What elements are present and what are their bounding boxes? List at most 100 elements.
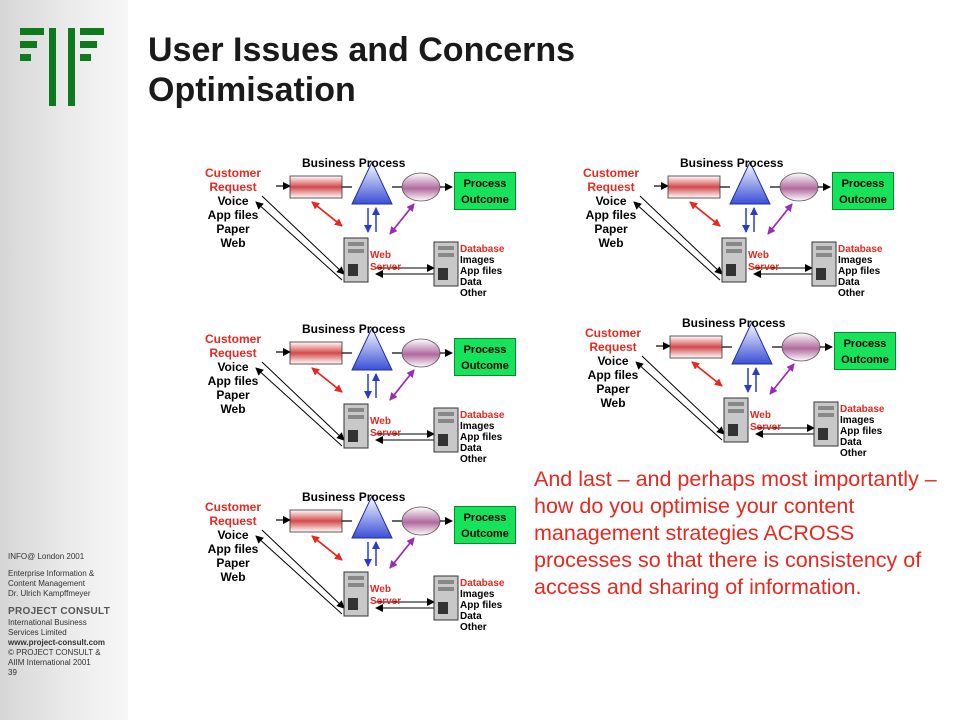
process-text: Process [463,512,507,524]
request-text: Request [209,346,257,360]
process-text: Process [841,178,885,190]
outcome-ellipse-shape [401,172,441,202]
info-line: INFO@ London 2001 [8,552,85,561]
slide-title: User Issues and Concerns Optimisation [148,30,575,110]
web-text: Web [370,584,391,595]
outcome-text: Outcome [841,354,889,366]
store-data: Data [460,277,482,288]
arrow-from-server [633,201,721,281]
customer-request-label: Customer Request Voice App files Paper W… [192,332,274,416]
channel-web: Web [220,402,246,416]
store-other: Other [460,622,487,633]
channel-paper: Paper [594,222,628,236]
web-server-label: Web Server [370,250,401,274]
server-text: Server [750,422,782,433]
channel-app-files: App files [207,374,259,388]
store-images: Images [460,421,495,432]
outcome-text: Outcome [839,194,887,206]
process-diagram-4: Customer Request Voice App files Paper W… [572,316,902,474]
database-text: Database [840,404,885,415]
customer-text: Customer [582,166,639,180]
web-text: Web [748,250,769,261]
process-outcome-box: Process Outcome [832,172,894,210]
arrow-from-server [255,367,343,447]
channel-paper: Paper [216,222,250,236]
store-data: Data [840,437,862,448]
store-other: Other [460,454,487,465]
customer-text: Customer [584,326,641,340]
title-line-2: Optimisation [148,71,356,109]
customer-request-label: Customer Request Voice App files Paper W… [192,166,274,250]
web-server-icon [343,237,369,283]
red-arrow [311,367,343,393]
database-server-icon [811,241,837,287]
database-label: Database Images App files Data Other [838,244,882,299]
store-app-files: App files [460,432,503,443]
store-images: Images [840,415,875,426]
business-process-label: Business Process [682,316,786,330]
database-text: Database [838,244,883,255]
company-line-2: Services Limited [8,628,67,637]
database-server-icon [433,407,459,453]
process-triangle-shape [351,494,393,539]
process-outcome-box: Process Outcome [454,506,516,544]
database-label: Database Images App files Data Other [840,404,884,459]
server-text: Server [370,428,402,439]
process-diagram-3: Customer Request Voice App files Paper W… [192,322,522,480]
channel-app-files: App files [207,542,259,556]
web-server-label: Web Server [748,250,779,274]
arrow-to-server [261,361,345,441]
arrow-to-server [641,355,725,435]
outcome-ellipse-shape [401,338,441,368]
outcome-ellipse-shape [779,172,819,202]
arrow-to-server [639,195,723,275]
body-text: And last – and perhaps most importantly … [534,467,937,599]
channel-web: Web [220,236,246,250]
diagram-graphics [255,326,459,453]
copyright-1: © PROJECT CONSULT & [8,648,101,657]
request-text: Request [587,180,635,194]
title-line-1: User Issues and Concerns [148,31,576,69]
page-number: 39 [8,668,17,677]
store-app-files: App files [460,266,503,277]
web-text: Web [750,410,771,421]
request-bar-shape [289,509,343,533]
customer-text: Customer [204,332,261,346]
diagram-graphics [255,160,459,287]
channel-voice: Voice [597,354,629,368]
company-line-1: International Business [8,618,87,627]
customer-request-label: Customer Request Voice App files Paper W… [192,500,274,584]
red-arrow [691,361,723,387]
arrow-from-server [255,201,343,281]
store-other: Other [838,288,865,299]
outcome-text: Outcome [461,194,509,206]
store-images: Images [460,589,495,600]
process-outcome-box: Process Outcome [454,172,516,210]
database-server-icon [433,575,459,621]
customer-text: Customer [204,166,261,180]
web-server-icon [343,571,369,617]
arrow-to-server [261,195,345,275]
red-arrow [311,201,343,227]
outcome-ellipse-shape [401,506,441,536]
business-process-label: Business Process [680,156,784,170]
process-text: Process [463,178,507,190]
outcome-ellipse-shape [781,332,821,362]
process-diagram-5: Customer Request Voice App files Paper W… [192,490,522,648]
copyright-2: AIIM International 2001 [8,658,91,667]
channel-voice: Voice [217,194,249,208]
red-arrow [689,201,721,227]
web-server-label: Web Server [370,416,401,440]
web-text: Web [370,416,391,427]
server-text: Server [748,262,780,273]
web-server-label: Web Server [370,584,401,608]
sidebar: INFO@ London 2001 Enterprise Information… [0,0,128,720]
diagram-graphics [633,160,837,287]
channel-voice: Voice [595,194,627,208]
channel-app-files: App files [585,208,637,222]
request-text: Request [209,180,257,194]
store-other: Other [460,288,487,299]
event-line-1: Enterprise Information & [8,569,95,578]
web-server-icon [723,397,749,443]
channel-paper: Paper [596,382,630,396]
